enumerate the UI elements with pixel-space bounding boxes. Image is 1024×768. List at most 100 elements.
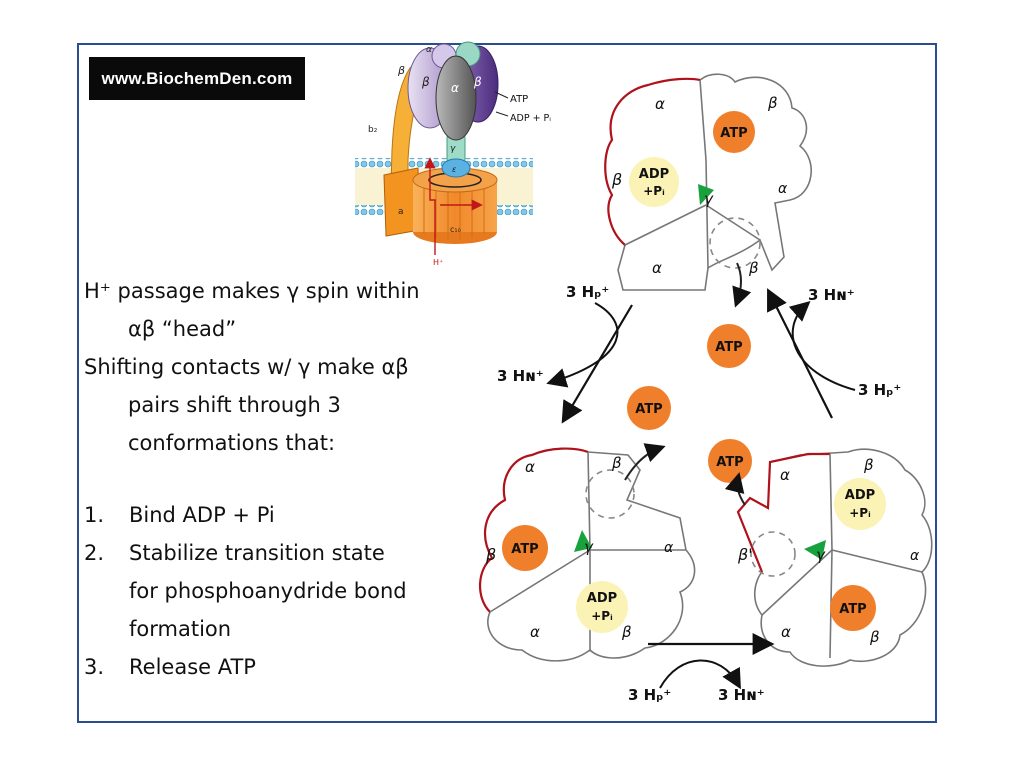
atp-synthase-illustration: β β β α α γ ε b₂ a c₁₀ H⁺ ATP ADP + Pᵢ	[355, 41, 551, 267]
subunit-divider	[699, 79, 709, 269]
proton-n-label: 3 Hɴ⁺	[808, 286, 855, 304]
gamma-label: γ	[584, 538, 594, 556]
label-adp-pi: ADP + Pᵢ	[510, 113, 551, 124]
proton-p-label: 3 Hₚ⁺	[566, 283, 609, 301]
alpha-label: α	[525, 458, 535, 476]
list-number: 1.	[84, 503, 105, 527]
text-line: H⁺ passage makes γ spin within	[84, 279, 420, 303]
list-number: 3.	[84, 655, 105, 679]
adp-label: ADP	[639, 167, 669, 182]
pi-label: +Pᵢ	[849, 506, 870, 520]
proton-flow-arrow	[659, 659, 741, 690]
list-item: 3. Release ATP	[84, 648, 464, 686]
gamma-arrow-icon	[574, 530, 592, 552]
label-alpha: α	[426, 45, 432, 55]
atp-molecule	[707, 324, 751, 368]
step-list: 1. Bind ADP + Pi 2. Stabilize transition…	[84, 496, 464, 686]
cycle-head-bottom-right: ADP +Pᵢ ATP γ α β β' α α β	[724, 448, 933, 667]
epsilon-subunit	[441, 158, 471, 178]
atp-label: ATP	[635, 402, 662, 417]
cycle-head-top: ATP ADP +Pᵢ γ α β β α α β	[604, 73, 812, 308]
leader-line	[495, 111, 509, 117]
atp-label: ATP	[839, 602, 866, 617]
paragraph-proton-passage: H⁺ passage makes γ spin within αβ “head”	[84, 272, 464, 348]
list-text: Bind ADP + Pi	[129, 503, 275, 527]
pi-label: +Pᵢ	[591, 609, 612, 623]
atp-label: ATP	[716, 455, 743, 470]
adp-molecule	[629, 157, 679, 207]
beta-label: β	[767, 94, 778, 112]
list-text: Release ATP	[129, 655, 256, 679]
text-line: αβ “head”	[128, 317, 237, 341]
release-arrow	[624, 443, 666, 481]
label-hplus: H⁺	[433, 258, 443, 267]
gamma-arrow-icon	[698, 184, 714, 205]
proton-path-arrow	[424, 157, 436, 255]
label-beta: β	[473, 75, 482, 89]
gamma-arrow-icon	[804, 540, 826, 560]
proton-p-label: 3 Hₚ⁺	[628, 686, 671, 704]
gamma-label: γ	[704, 190, 714, 208]
alpha-label: α	[910, 548, 920, 564]
leader-line	[494, 91, 509, 99]
label-beta: β	[421, 75, 430, 89]
open-site-circle	[585, 469, 635, 519]
gamma-label: γ	[816, 546, 826, 564]
atp-molecule	[502, 525, 548, 571]
explanation-text: H⁺ passage makes γ spin within αβ “head”…	[84, 272, 464, 686]
alpha-label: α	[781, 623, 791, 641]
label-a: a	[398, 207, 404, 217]
text-line: conformations that:	[128, 431, 336, 455]
alpha-label: α	[778, 181, 788, 197]
list-item: 2. Stabilize transition state for phosph…	[84, 534, 464, 648]
proton-p-label: 3 Hₚ⁺	[858, 381, 901, 399]
list-text-line: Stabilize transition state	[129, 541, 385, 565]
label-gamma: γ	[450, 144, 456, 154]
atp-label: ATP	[720, 126, 747, 141]
proton-n-label: 3 Hɴ⁺	[718, 686, 765, 704]
alpha-label: α	[655, 95, 665, 113]
label-b2: b₂	[368, 125, 378, 135]
list-item: 1. Bind ADP + Pi	[84, 496, 464, 534]
cycle-head-bottom-left: ATP ADP +Pᵢ γ α β β α α β	[478, 443, 696, 662]
transition-right-to-top: 3 Hɴ⁺ 3 Hₚ⁺	[767, 286, 901, 419]
beta-label: β	[611, 454, 622, 472]
label-beta: β	[397, 64, 405, 77]
label-alpha: α	[451, 81, 459, 95]
closed-site-outline	[736, 452, 830, 573]
atp-molecule	[708, 439, 752, 483]
text-line: pairs shift through 3	[128, 393, 341, 417]
transition-top-to-left: 3 Hₚ⁺ 3 Hɴ⁺	[497, 283, 633, 424]
label-atp: ATP	[510, 94, 528, 105]
transition-left-to-right: 3 Hₚ⁺ 3 Hɴ⁺	[628, 633, 775, 704]
beta-label: β	[748, 259, 759, 277]
atp-molecule	[830, 585, 876, 631]
proton-n-label: 3 Hɴ⁺	[497, 367, 544, 385]
open-site-circle	[750, 531, 796, 577]
adp-molecule	[576, 581, 628, 633]
alpha-label: α	[530, 623, 540, 641]
beta-label: β	[485, 545, 496, 564]
closed-site-outline	[604, 77, 701, 246]
text-line: Shifting contacts w/ γ make αβ	[84, 355, 409, 379]
closed-site-outline	[478, 447, 589, 613]
beta-prime-label: β'	[737, 545, 753, 564]
paragraph-shifting-contacts: Shifting contacts w/ γ make αβ pairs shi…	[84, 348, 464, 462]
released-atp-group: ATP ATP ATP	[627, 324, 752, 483]
alpha-label: α	[664, 540, 674, 556]
proton-flow-arrow	[546, 302, 619, 388]
adp-label: ADP	[587, 591, 617, 606]
alpha-label: α	[780, 466, 790, 484]
head-outline	[737, 448, 933, 667]
proton-flow-arrow	[788, 301, 856, 391]
atp-molecule	[713, 111, 755, 153]
list-text: Stabilize transition state for phosphoan…	[129, 534, 464, 648]
atp-label: ATP	[511, 542, 538, 557]
label-c10: c₁₀	[450, 225, 461, 234]
list-number: 2.	[84, 541, 105, 565]
atp-label: ATP	[715, 340, 742, 355]
adp-label: ADP	[845, 488, 875, 503]
release-arrow	[724, 472, 746, 506]
list-text-line: formation	[129, 617, 232, 641]
